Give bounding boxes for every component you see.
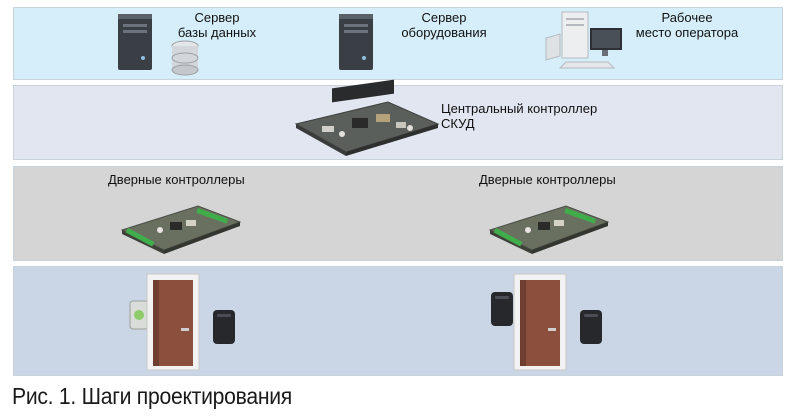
workstation-icon xyxy=(545,11,622,69)
door-controller-board-left-icon xyxy=(120,205,242,254)
door-right-icon xyxy=(513,273,567,371)
card-reader-right-outside-icon xyxy=(491,292,513,326)
hw-server-icon xyxy=(339,14,373,70)
db-server-icon xyxy=(118,14,199,76)
central-controller-label: Центральный контроллер СКУД xyxy=(441,101,598,131)
door-controllers-left-label: Дверные контроллеры xyxy=(108,172,245,187)
card-reader-right-inside-icon xyxy=(580,310,602,344)
figure-caption: Рис. 1. Шаги проектирования xyxy=(12,383,292,409)
db-server-label: Сервер базы данных xyxy=(177,10,257,40)
door-controllers-band xyxy=(13,166,783,261)
card-reader-left-icon xyxy=(213,310,235,344)
door-left-icon xyxy=(146,273,200,371)
hw-server-label: Сервер оборудования xyxy=(401,10,487,40)
door-controllers-right-label: Дверные контроллеры xyxy=(479,172,616,187)
central-controller-board-icon xyxy=(294,79,440,156)
door-controller-board-right-icon xyxy=(488,205,610,254)
workstation-label: Рабочее место оператора xyxy=(635,10,739,40)
